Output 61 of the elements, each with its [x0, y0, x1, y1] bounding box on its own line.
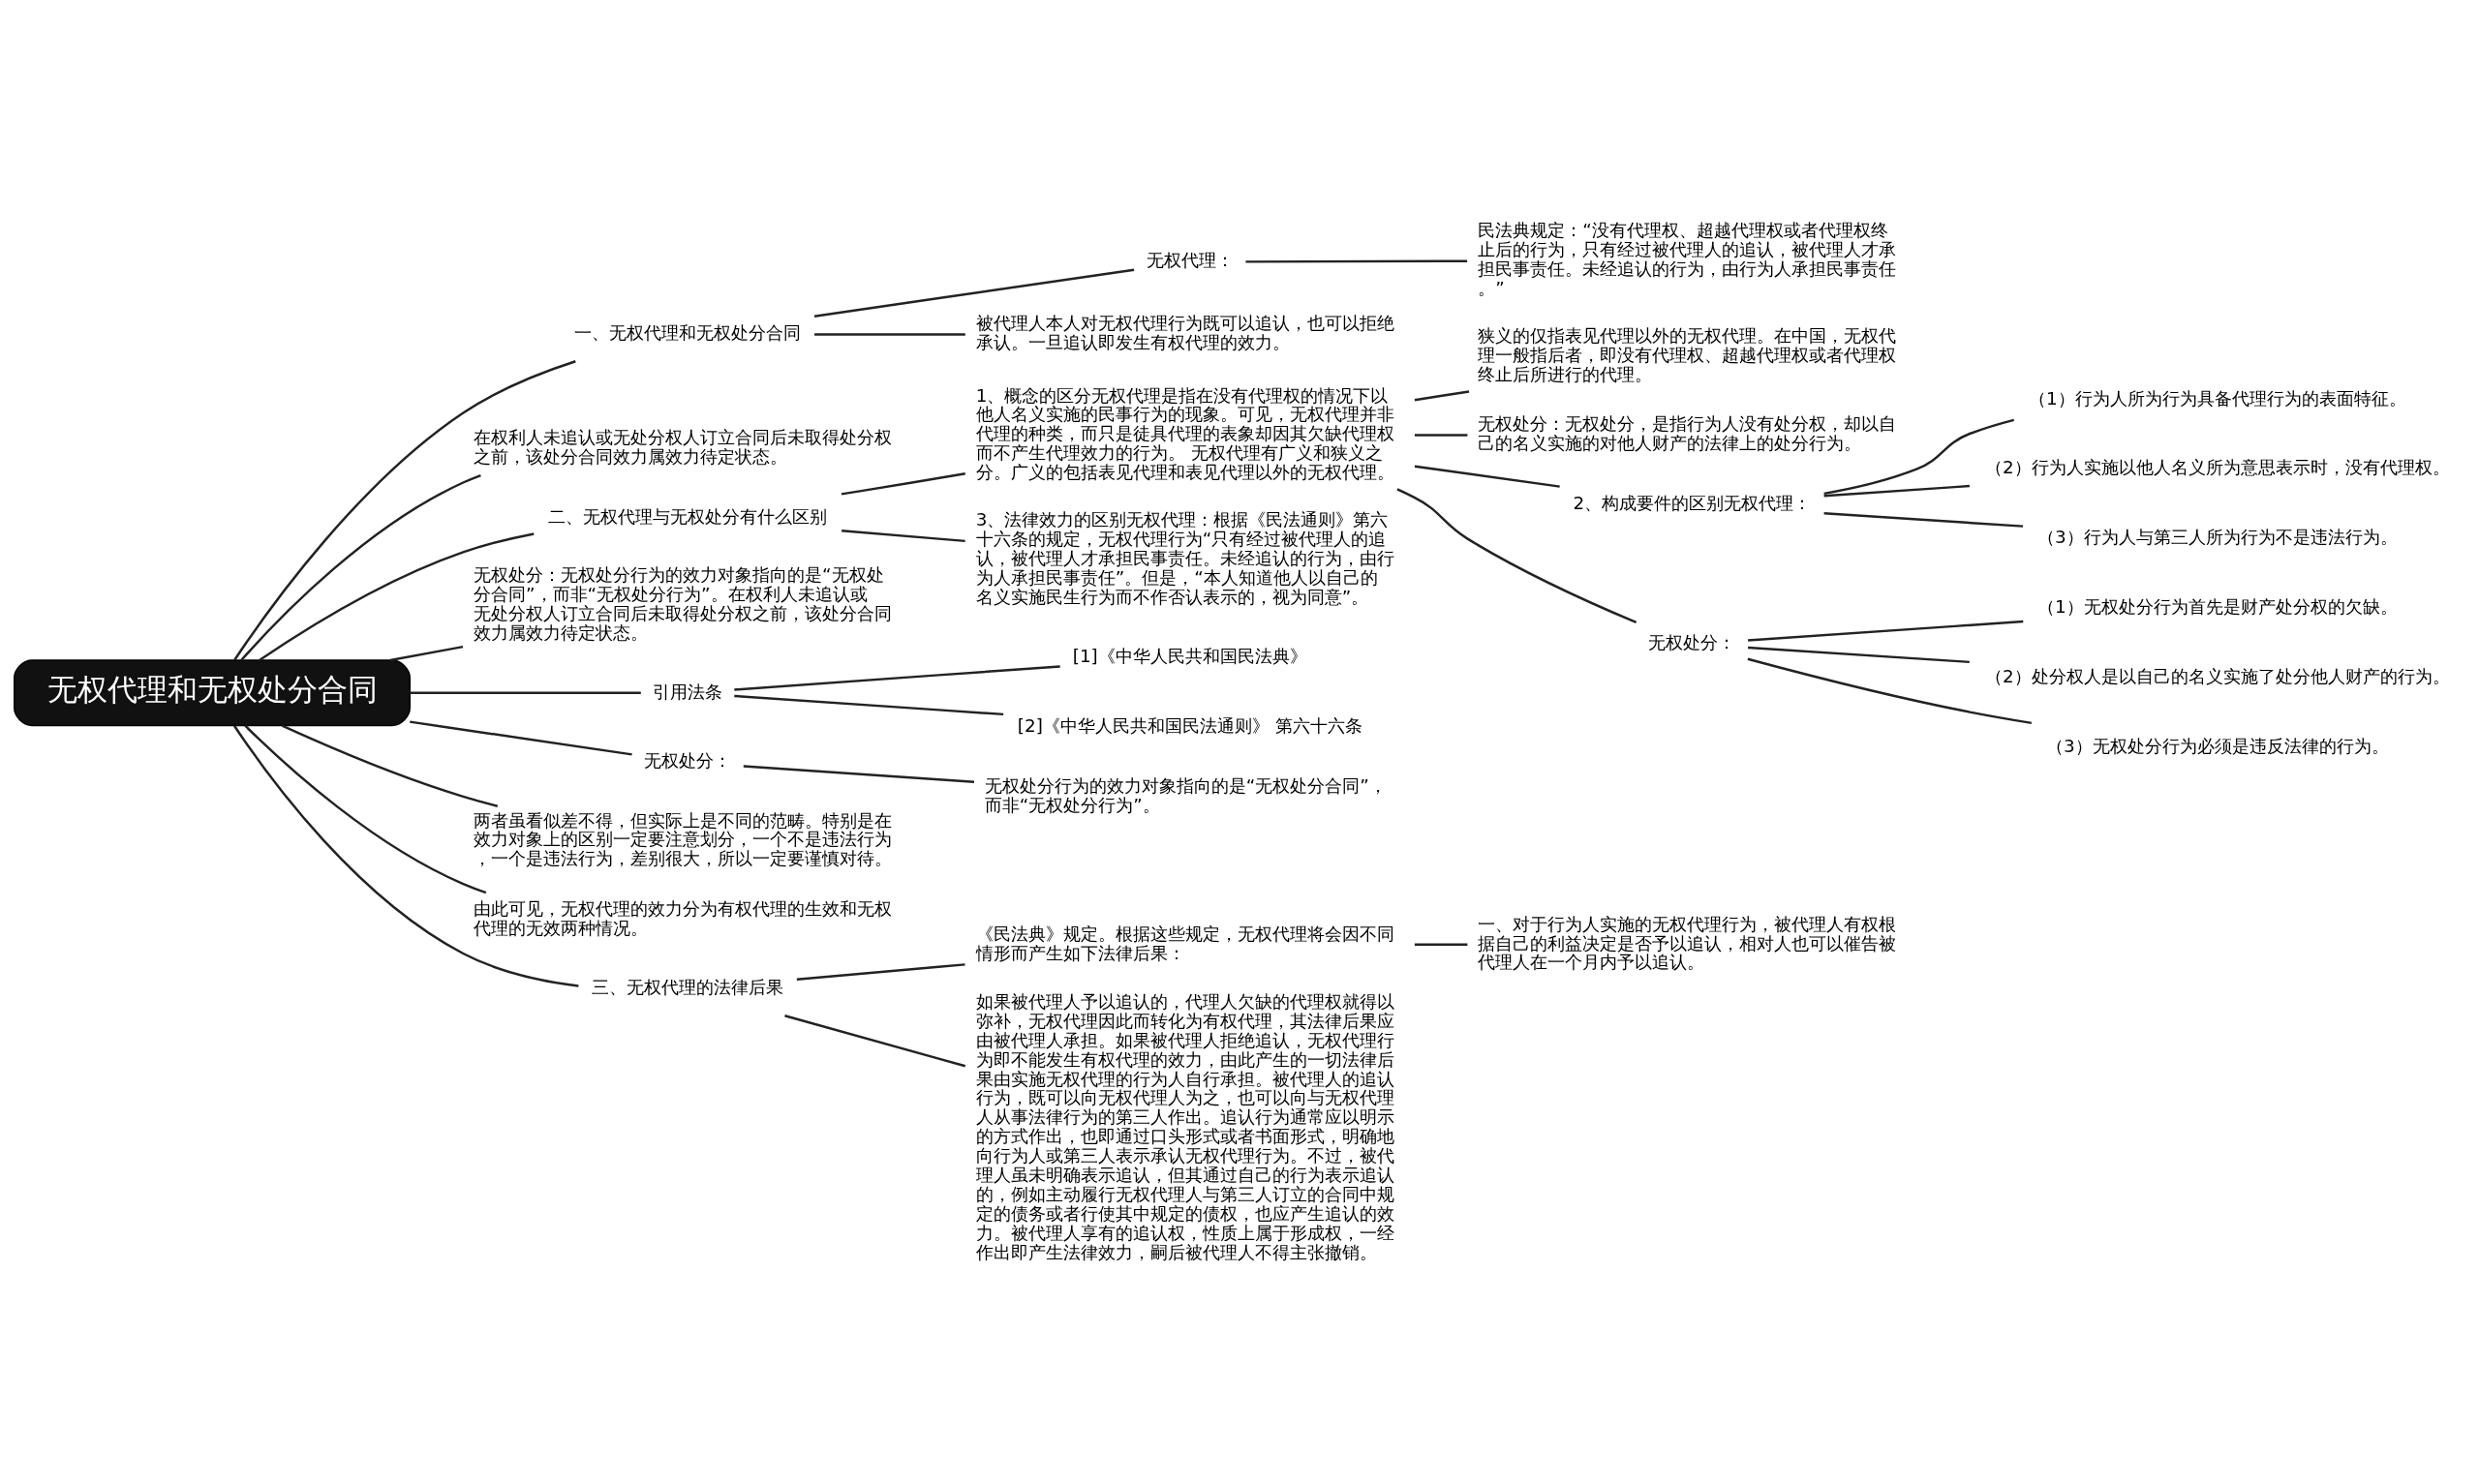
node-text: 无权处分：: [1648, 631, 1736, 652]
node-text: 无权处分：无权处分，是指行为人没有处分权，却以自己的名义实施的对他人财产的法律上的处分行为。: [1478, 412, 1897, 453]
node-text: 狭义的仅指表见代理以外的无权代理。在中国，无权代理一般指后者，即没有代理权、超越代理权或者代理权终止后所进行的代理。: [1478, 324, 1897, 384]
node-text: （1）无权处分行为首先是财产处分权的欠缺。: [2036, 595, 2398, 617]
node-text: （3）无权处分行为必须是违反法律的行为。: [2045, 735, 2389, 756]
node-text: 被代理人本人对无权代理行为既可以追认，也可以拒绝承认。一旦追认即发生有权代理的效力。: [975, 312, 1394, 352]
node-text: 民法典规定：“没有代理权、超越代理权或者代理权终止后的行为，只有经过被代理人的追认，被代理人才承担民事责任。未经追认的行为，由行为人承担民事责任。”: [1478, 219, 1897, 298]
node-text: 由此可见，无权代理的效力分为有权代理的生效和无权代理的无效两种情况。: [474, 897, 893, 938]
connector: [1747, 657, 2033, 724]
connector: [1823, 484, 1970, 497]
connector: [734, 664, 1060, 691]
connector: [259, 531, 535, 661]
node-text: 二、无权代理与无权处分有什么区别: [548, 505, 828, 527]
connector: [410, 691, 641, 694]
node-text: （2）行为人实施以他人名义所为意思表示时，没有代理权。: [1984, 456, 2450, 477]
connector: [1748, 620, 2024, 642]
node-text: 无权处分：: [644, 749, 732, 771]
node-text: 无权处分行为的效力对象指向的是“无权处分合同”，而非“无权处分行为”。: [984, 774, 1387, 815]
connector: [1823, 418, 2015, 495]
connector: [389, 645, 464, 661]
node-text: 2、构成要件的区别无权代理：: [1573, 492, 1812, 513]
node-text: 3、法律效力的区别无权代理：根据《民法通则》第六十六条的规定，无权代理行为“只有经过被代理人的追认，被代理人才承担民事责任。未经追认的行为，由行为人承担民事责任”。但是，“本人知道他人以自己的名义实施民生行为而不作否认表示的，视为同意”。: [975, 508, 1394, 607]
node-text: 引用法条: [653, 680, 723, 701]
node-text: （3）行为人与第三人所为行为不是违法行为。: [2036, 526, 2398, 547]
node-text: 一、无权代理和无权处分合同: [574, 321, 802, 343]
connector: [796, 962, 965, 981]
node-text: 《民法典》规定。根据这些规定，无权代理将会因不同情形而产生如下法律后果：: [975, 923, 1394, 963]
node-text: [1]《中华人民共和国民法典》: [1072, 645, 1307, 666]
connector: [410, 719, 632, 756]
connector: [734, 694, 1004, 715]
node-text: （1）行为人所为行为具备代理行为的表面特征。: [2028, 387, 2406, 409]
connector: [233, 359, 576, 660]
connector: [1414, 433, 1468, 437]
node-text: （2）处分权人是以自己的名义实施了处分他人财产的行为。: [1984, 665, 2450, 686]
node-text: 如果被代理人予以追认的，代理人欠缺的代理权就得以弥补，无权代理因此而转化为有权代理，其法律后果应由被代理人承担。如果被代理人拒绝追认，无权代理行为即不能发生有权代理的效力，由此产生的一切法律后果由实施无权代理的行为人自行承担。被代理人的追认行为，既可以向无权代理人为之，也可以向与无权代理人从事法律行为的第三人作出。追认行为通常应以明示的方式作出，也即通过口头形式或者书面形式，明确地向行为人或第三人表示承认无权代理行为。不过，被代理人虽未明确表示追认，但其通过自己的行为表示追认的，例如主动履行无权代理人与第三人订立的合同中规定的债务或者行使其中规定的债权，也应产生追认的效力。被代理人享有的追认权，性质上属于形成权，一经作出即产生法律效力，嗣后被代理人不得主张撤销。: [975, 990, 1394, 1262]
node-text: 三、无权代理的法律后果: [592, 976, 784, 997]
connector: [841, 471, 965, 496]
connector: [1396, 487, 1637, 623]
connector: [1414, 389, 1470, 401]
connector: [240, 473, 481, 661]
connector: [813, 268, 1135, 318]
node-text: 两者虽看似差不得，但实际上是不同的范畴。特别是在效力对象上的区别一定要注意划分，一个不是违法行为，一个是违法行为，差别很大，所以一定要谨慎对待。: [474, 809, 893, 868]
connector: [814, 332, 965, 336]
connector: [281, 724, 499, 807]
node-text: 在权利人未追认或无处分权人订立合同后未取得处分权之前，该处分合同效力属效力待定状态。: [474, 426, 893, 467]
connector: [244, 724, 487, 893]
connector: [743, 764, 975, 783]
node-text: 一、对于行为人实施的无权代理行为，被代理人有权根据自己的利益决定是否予以追认，相对人也可以催告被代理人在一个月内予以追认。: [1478, 913, 1897, 972]
connector: [842, 529, 965, 542]
connector: [1245, 259, 1468, 263]
node-text: 无权处分：无权处分行为的效力对象指向的是“无权处分合同”，而非“无权处分行为”。在权利人未追认或无处分权人订立合同后未取得处分权之前，该处分合同效力属效力待定状态。: [474, 563, 893, 643]
node-text: [2]《中华人民共和国民法通则》 第六十六条: [1017, 714, 1362, 736]
node-text: 无权代理：: [1146, 249, 1234, 270]
connector: [1823, 511, 2024, 528]
connector: [1748, 646, 1970, 663]
connector: [1414, 465, 1560, 488]
connector: [1414, 943, 1468, 946]
node-box: 无权代理和无权处分合同: [14, 658, 411, 726]
connector: [233, 724, 579, 987]
connector: [784, 1014, 966, 1067]
node-text: 1、概念的区分无权代理是指在没有代理权的情况下以他人名义实施的民事行为的现象。可见，无权代理并非代理的种类，而只是徒具代理的表象却因其欠缺代理权而不产生代理效力的行为。 无权代理有广义和狭义之分。广义的包括表见代理和表见代理以外的无权代理。: [975, 384, 1394, 482]
